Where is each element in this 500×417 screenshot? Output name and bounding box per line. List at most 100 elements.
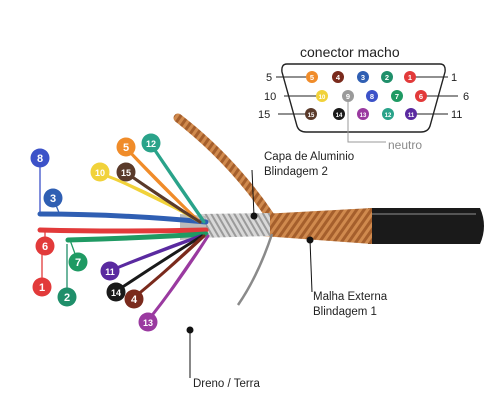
pin-label-5: 5 (310, 73, 314, 82)
wire-marker-label-2: 2 (64, 292, 70, 304)
foil-callout-dot (250, 212, 258, 220)
foil-shield (198, 213, 270, 238)
wire-marker-label-10: 10 (95, 168, 105, 178)
pin-label-8: 8 (370, 92, 374, 101)
pin-1 (404, 71, 416, 83)
braid-strand (173, 113, 275, 221)
wire-marker-4 (124, 289, 144, 309)
connector-shell (281, 63, 446, 133)
wire-marker-14 (106, 282, 126, 302)
neutral-label: neutro (388, 138, 423, 152)
pin-4 (332, 71, 344, 83)
wire-lead-15 (125, 171, 199, 221)
side-label-10: 10 (264, 91, 276, 103)
wire-marker-8 (30, 148, 50, 168)
wire-12 (150, 144, 206, 224)
pin-8 (366, 90, 378, 102)
pin-12 (382, 108, 394, 120)
side-label-5: 5 (266, 72, 272, 84)
wire-marker-label-4: 4 (131, 294, 138, 306)
wire-marker-5 (116, 137, 136, 157)
wire-lead-11 (109, 237, 199, 272)
wire-6 (37, 227, 209, 234)
braid-callout-dot (306, 236, 314, 244)
pin-label-12: 12 (385, 113, 392, 119)
cable-jacket (368, 208, 484, 244)
drain-callout-dot (186, 326, 194, 334)
wire-15 (126, 172, 202, 224)
side-label-15: 15 (258, 109, 270, 121)
pin-10 (316, 90, 328, 102)
wire-3 (37, 211, 209, 225)
wire-marker-3 (43, 188, 63, 208)
neutral-pointer (347, 102, 386, 143)
wire-marker-label-12: 12 (146, 139, 156, 149)
wire-group: 8 3 6 1 7 2 10 5 15 12 11 14 4 13 (30, 133, 210, 332)
wire-marker-label-11: 11 (105, 267, 115, 277)
pin-label-10: 10 (319, 95, 326, 101)
side-label-11: 11 (451, 109, 462, 121)
pin-label-11: 11 (408, 113, 415, 119)
pin-5 (306, 71, 318, 83)
pin-label-7: 7 (395, 92, 399, 101)
wire-lead-14 (115, 237, 199, 293)
wire-marker-1 (32, 277, 52, 297)
wire-marker-11 (100, 261, 120, 281)
braid-label-line1: Malha Externa (313, 291, 388, 303)
wire-marker-2 (57, 287, 77, 307)
braid-label-line2: Blindagem 1 (313, 306, 377, 318)
wire-lead-4 (133, 237, 201, 300)
wire-7 (65, 231, 209, 243)
pin-7 (391, 90, 403, 102)
wire-marker-7 (68, 252, 88, 272)
drain-wire (236, 233, 274, 306)
wire-marker-label-8: 8 (37, 153, 43, 165)
pin-label-14: 14 (336, 113, 343, 119)
pin-label-1: 1 (408, 73, 412, 82)
foil-label-line1: Capa de Aluminio (264, 151, 355, 163)
wire-lead-13 (147, 237, 207, 323)
pin-label-9: 9 (346, 92, 350, 101)
connector-group: 5 4 3 2 1 10 9 8 7 6 15 14 13 12 11 5 1 10 6 15 11 (258, 63, 469, 143)
foil-callout-leader (251, 169, 255, 217)
wire-lead-12 (150, 142, 205, 221)
pin-15 (305, 108, 317, 120)
side-label-6: 6 (463, 91, 469, 103)
braid-shield (262, 208, 372, 244)
pin-label-2: 2 (385, 73, 389, 82)
pin-2 (381, 71, 393, 83)
wire-marker-label-1: 1 (39, 282, 45, 294)
wire-marker-label-6: 6 (42, 241, 48, 253)
wire-marker-label-15: 15 (121, 168, 131, 178)
pin-3 (357, 71, 369, 83)
pin-13 (357, 108, 369, 120)
wire-marker-label-13: 13 (143, 318, 153, 328)
pin-14 (333, 108, 345, 120)
connector-title: conector macho (300, 44, 400, 60)
side-label-1: 1 (451, 72, 457, 84)
pin-label-4: 4 (336, 73, 341, 82)
wire-marker-label-5: 5 (123, 142, 129, 154)
pin-label-13: 13 (360, 113, 367, 119)
wire-marker-label-3: 3 (50, 193, 56, 205)
foil-label-line2: Blindagem 2 (264, 166, 328, 178)
pin-9 (342, 90, 354, 102)
callout-group (186, 169, 314, 378)
wire-marker-label-7: 7 (75, 257, 81, 269)
wire-marker-13 (138, 312, 158, 332)
pin-6 (415, 90, 427, 102)
wire-marker-12 (141, 133, 161, 153)
pin-label-15: 15 (308, 113, 315, 119)
pin-label-6: 6 (419, 92, 423, 101)
wire-marker-15 (116, 162, 136, 182)
pin-label-3: 3 (361, 73, 365, 82)
wire-marker-10 (90, 162, 110, 182)
wire-lead-5 (125, 146, 199, 221)
drain-label: Dreno / Terra (193, 378, 260, 390)
wire-marker-6 (35, 236, 55, 256)
wire-marker-label-14: 14 (111, 288, 121, 298)
braid-callout-leader (309, 239, 313, 293)
pin-11 (405, 108, 417, 120)
